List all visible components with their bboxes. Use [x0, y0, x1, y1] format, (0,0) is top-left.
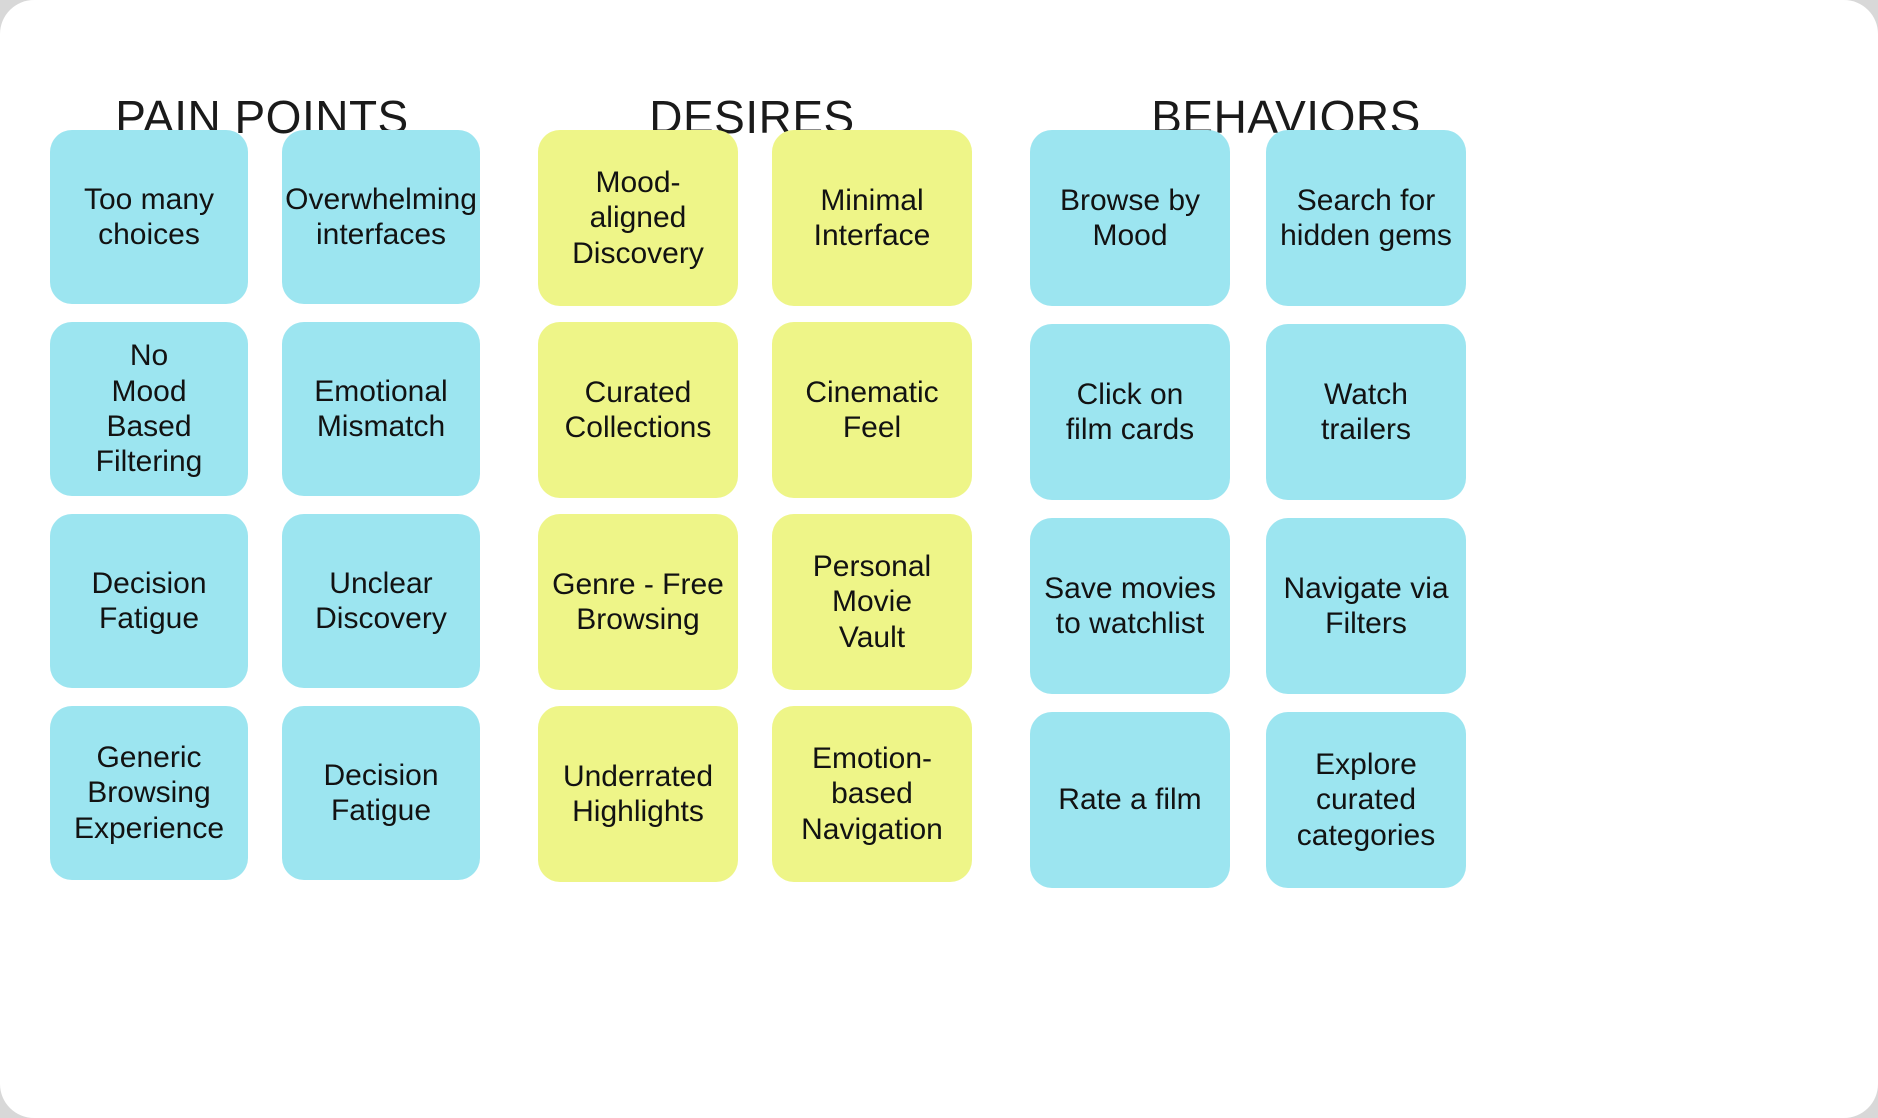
sticky-card[interactable]: Rate a film — [1030, 712, 1230, 888]
sticky-card[interactable]: Browse by Mood — [1030, 130, 1230, 306]
card-grid-desires: Mood-aligned Discovery Minimal Interface… — [538, 130, 972, 882]
sticky-card[interactable]: No Mood Based Filtering — [50, 322, 248, 496]
sticky-card[interactable]: Watch trailers — [1266, 324, 1466, 500]
sticky-card[interactable]: Genre - Free Browsing — [538, 514, 738, 690]
card-grid-pain-points: Too many choices Overwhelming interfaces… — [50, 130, 480, 880]
sticky-card[interactable]: Generic Browsing Experience — [50, 706, 248, 880]
sticky-card[interactable]: Curated Collections — [538, 322, 738, 498]
group-behaviors: BEHAVIORS Browse by Mood Search for hidd… — [1008, 0, 1568, 1118]
sticky-card[interactable]: Cinematic Feel — [772, 322, 972, 498]
sticky-card[interactable]: Minimal Interface — [772, 130, 972, 306]
sticky-card[interactable]: Underrated Highlights — [538, 706, 738, 882]
sticky-card[interactable]: Mood-aligned Discovery — [538, 130, 738, 306]
sticky-card[interactable]: Decision Fatigue — [282, 706, 480, 880]
sticky-card[interactable]: Too many choices — [50, 130, 248, 304]
sticky-card[interactable]: Personal Movie Vault — [772, 514, 972, 690]
sticky-card[interactable]: Emotion-based Navigation — [772, 706, 972, 882]
sticky-card[interactable]: Unclear Discovery — [282, 514, 480, 688]
sticky-card[interactable]: Decision Fatigue — [50, 514, 248, 688]
sticky-card[interactable]: Save movies to watchlist — [1030, 518, 1230, 694]
card-grid-behaviors: Browse by Mood Search for hidden gems Cl… — [1030, 130, 1466, 888]
sticky-card[interactable]: Explore curated categories — [1266, 712, 1466, 888]
sticky-card[interactable]: Click on film cards — [1030, 324, 1230, 500]
sticky-card[interactable]: Overwhelming interfaces — [282, 130, 480, 304]
group-desires: DESIRES Mood-aligned Discovery Minimal I… — [512, 0, 992, 1118]
sticky-card[interactable]: Emotional Mismatch — [282, 322, 480, 496]
group-pain-points: PAIN POINTS Too many choices Overwhelmin… — [22, 0, 502, 1118]
sticky-card[interactable]: Navigate via Filters — [1266, 518, 1466, 694]
sticky-card[interactable]: Search for hidden gems — [1266, 130, 1466, 306]
